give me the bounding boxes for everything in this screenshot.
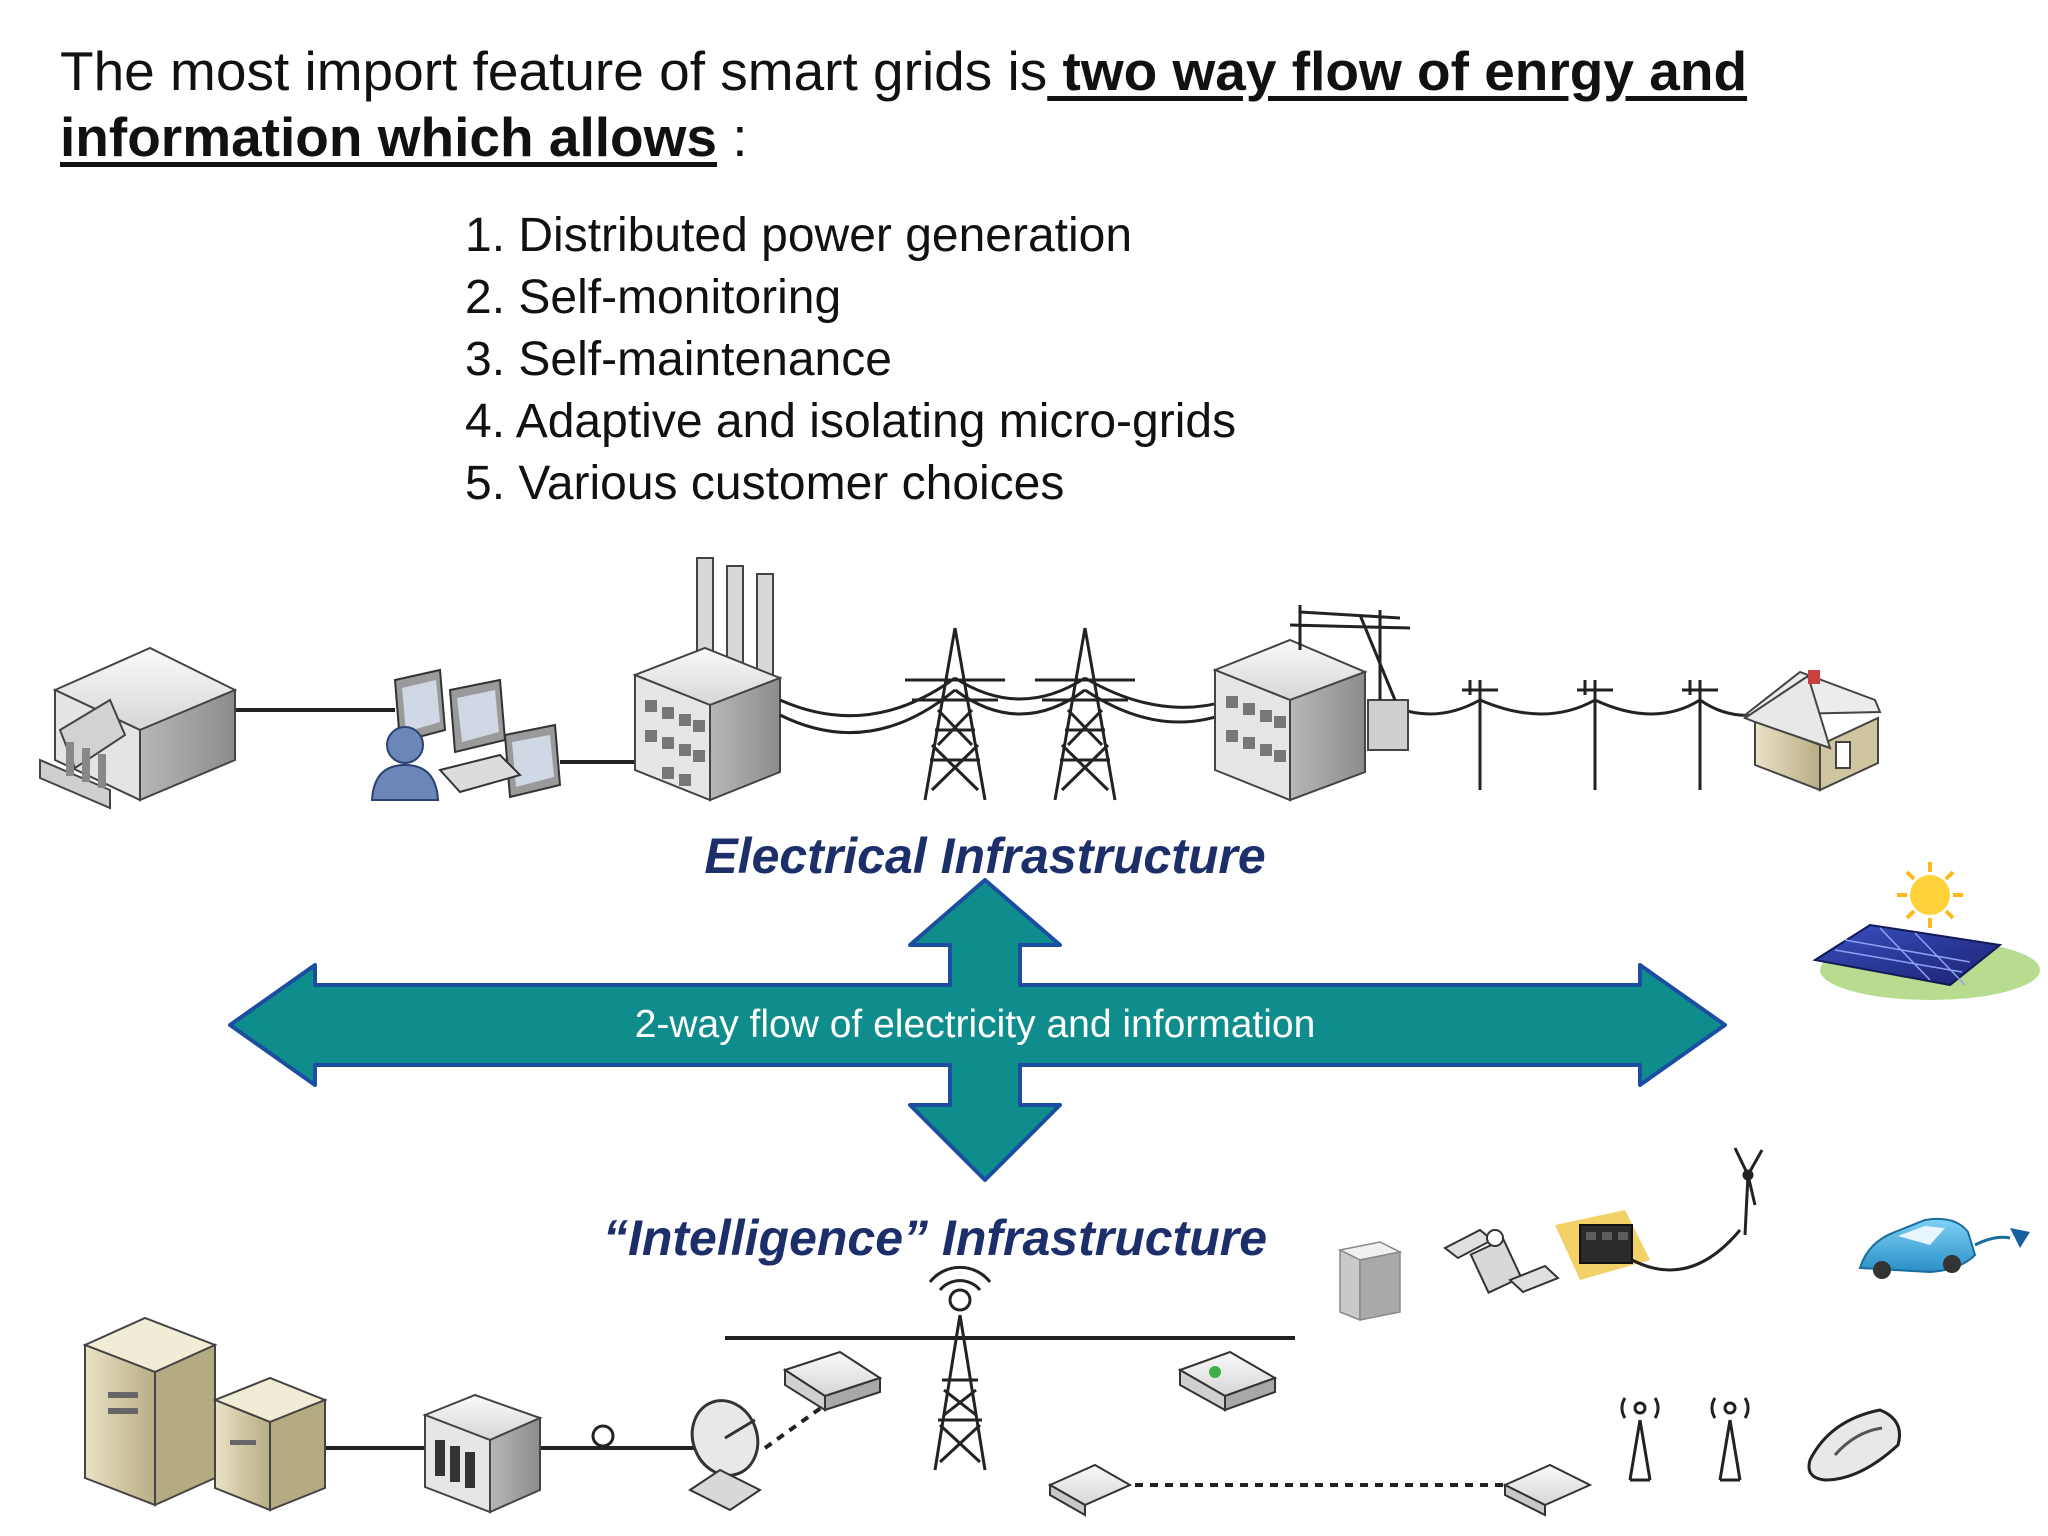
satellite-dish-icon [688,1399,762,1512]
feature-item: 4. Adaptive and isolating micro-grids [465,395,1237,448]
feature-item: 1. Distributed power generation [465,209,1133,262]
wireless-antenna-icon [1710,1397,1750,1482]
slide-heading: The most import feature of smart grids i… [60,38,1960,170]
router-icon [1502,1463,1593,1517]
transmission-tower-icon [905,627,1005,801]
substation-icon [1212,605,1411,802]
network-switch-icon [422,1393,543,1514]
wind-turbine-icon [1733,1147,1764,1236]
transmission-tower-icon [1035,627,1135,801]
feature-item: 2. Self-monitoring [465,271,842,324]
intelligence-infrastructure [82,1147,2030,1517]
feature-item: 3. Self-maintenance [465,333,892,386]
router-icon [1047,1463,1133,1517]
heading-emphasis-text: two way flow of enrgy and information wh… [60,40,1748,168]
utility-pole-icon [1682,680,1718,790]
electric-car-icon [1858,1217,2030,1279]
arrow-label: 2-way flow of electricity and informatio… [635,1003,1316,1046]
satellite-icon [1443,1228,1560,1294]
power-plant-icon [632,557,783,802]
feature-item: 5. Various customer choices [465,457,1065,510]
four-way-arrow-shape [228,878,1727,1182]
house-icon [1742,670,1882,792]
electrical-infrastructure-label: Electrical Infrastructure [704,828,1265,884]
office-building-icon [39,646,238,810]
battery-storage-icon [1555,1210,1742,1280]
wireless-link [763,1403,827,1450]
meter-cabinet-icon [1337,1241,1403,1322]
server-icon [82,1316,218,1507]
server-icon [212,1376,328,1512]
heading-plain-text: The most import feature of smart grids i… [60,40,1048,102]
heading-suffix-text: : [717,106,748,168]
router-icon [782,1350,883,1412]
router-icon [1177,1350,1278,1412]
utility-pole-icon [1462,680,1498,790]
feature-list: 1. Distributed power generation 2. Self-… [465,205,1236,515]
intelligence-infrastructure-label: “Intelligence” Infrastructure [603,1210,1267,1266]
communication-tower-icon [928,1265,992,1471]
two-way-flow-arrow: 2-way flow of electricity and informatio… [228,878,1727,1182]
operator-workstation-icon [370,668,562,801]
wireless-antenna-icon [1620,1397,1660,1482]
solar-panel-icon [1812,862,2040,1000]
mobile-phone-icon [1807,1408,1901,1482]
utility-pole-icon [1577,680,1613,790]
electrical-infrastructure [39,557,1882,810]
